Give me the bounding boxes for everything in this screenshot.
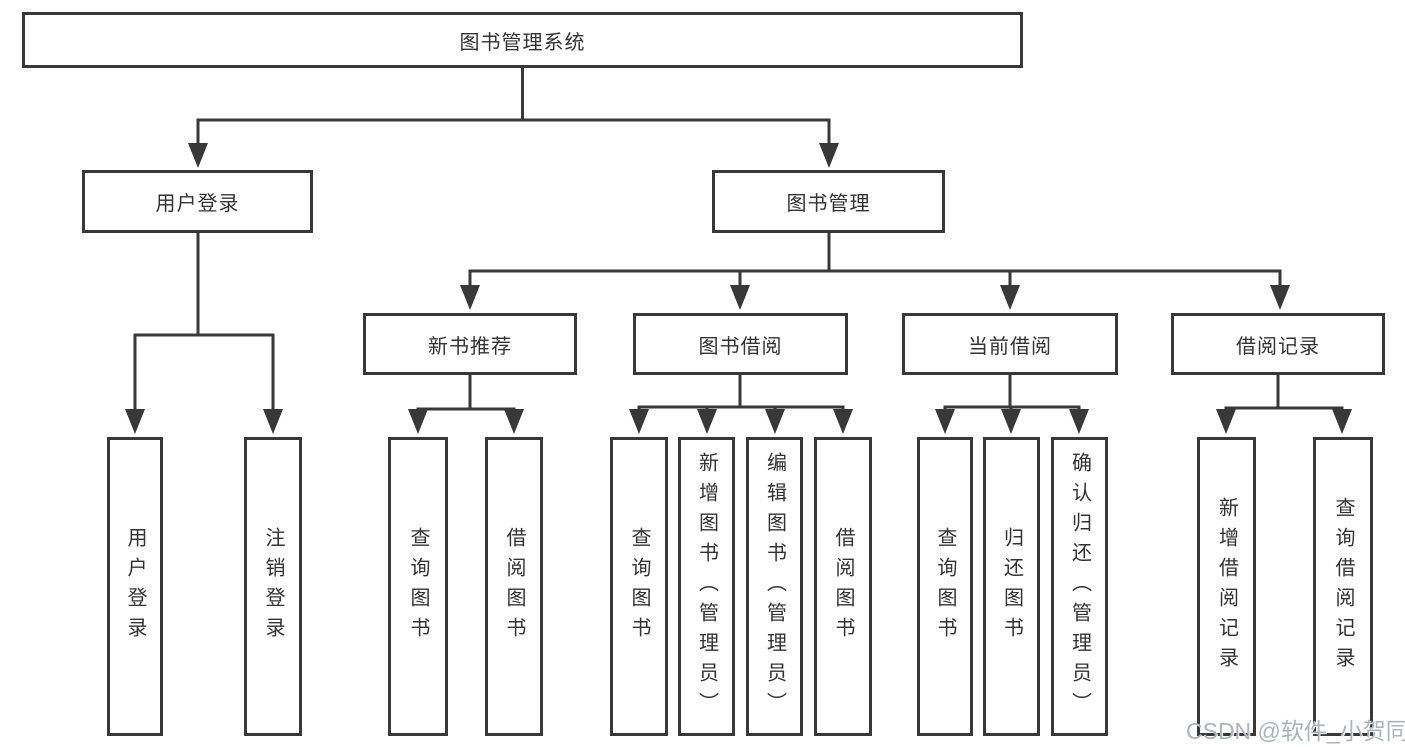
node-current-borrowing: 当前借阅 [902, 313, 1118, 375]
leaf-current-return-books-label: 归还图书 [1000, 526, 1023, 647]
node-user-login-label: 用户登录 [155, 193, 240, 215]
leaf-records-query-record: 查询借阅记录 [1313, 437, 1373, 736]
node-user-login: 用户登录 [82, 170, 313, 233]
leaf-borrow-add-books-admin: 新增图书（管理员） [678, 437, 735, 736]
leaf-newbook-query-books: 查询图书 [388, 437, 448, 736]
node-new-book-recommendation: 新书推荐 [363, 313, 577, 375]
node-borrowing-records: 借阅记录 [1171, 313, 1385, 375]
leaf-user-login: 用户登录 [107, 437, 163, 736]
leaf-logout: 注销登录 [244, 437, 302, 736]
node-new-book-recommendation-label: 新书推荐 [428, 335, 512, 358]
leaf-user-login-label: 用户登录 [124, 526, 146, 647]
leaf-records-add-record: 新增借阅记录 [1197, 437, 1256, 736]
leaf-records-add-record-label: 新增借阅记录 [1215, 496, 1238, 677]
leaf-borrow-query-books-label: 查询图书 [628, 526, 650, 647]
leaf-current-query-books: 查询图书 [917, 437, 973, 736]
leaf-logout-label: 注销登录 [262, 526, 284, 647]
leaf-records-query-record-label: 查询借阅记录 [1332, 496, 1354, 677]
leaf-current-query-books-label: 查询图书 [934, 526, 956, 647]
leaf-borrow-borrow-books-label: 借阅图书 [832, 526, 854, 647]
watermark: CSDN @软件_小贺同学 [1186, 718, 1405, 744]
node-current-borrowing-label: 当前借阅 [968, 335, 1052, 358]
leaf-current-return-books: 归还图书 [983, 437, 1040, 736]
node-root-label: 图书管理系统 [459, 31, 586, 54]
leaf-newbook-query-books-label: 查询图书 [407, 526, 429, 647]
leaf-current-confirm-return-admin: 确认归还（管理员） [1051, 437, 1108, 736]
node-book-management-label: 图书管理 [786, 193, 871, 215]
node-root-system: 图书管理系统 [22, 12, 1023, 68]
node-book-borrowing: 图书借阅 [633, 313, 848, 375]
leaf-borrow-edit-books-admin: 编辑图书（管理员） [746, 437, 803, 736]
leaf-borrow-edit-books-admin-label: 编辑图书（管理员） [763, 451, 786, 722]
leaf-borrow-query-books: 查询图书 [610, 437, 668, 736]
leaf-current-confirm-return-admin-label: 确认归还（管理员） [1068, 451, 1091, 722]
leaf-borrow-add-books-admin-label: 新增图书（管理员） [695, 451, 718, 722]
leaf-borrow-borrow-books: 借阅图书 [814, 437, 872, 736]
leaf-newbook-borrow-books-label: 借阅图书 [503, 526, 525, 647]
leaf-newbook-borrow-books: 借阅图书 [485, 437, 543, 736]
node-borrowing-records-label: 借阅记录 [1236, 335, 1320, 358]
node-book-borrowing-label: 图书借阅 [698, 335, 783, 358]
node-book-management: 图书管理 [712, 170, 945, 233]
